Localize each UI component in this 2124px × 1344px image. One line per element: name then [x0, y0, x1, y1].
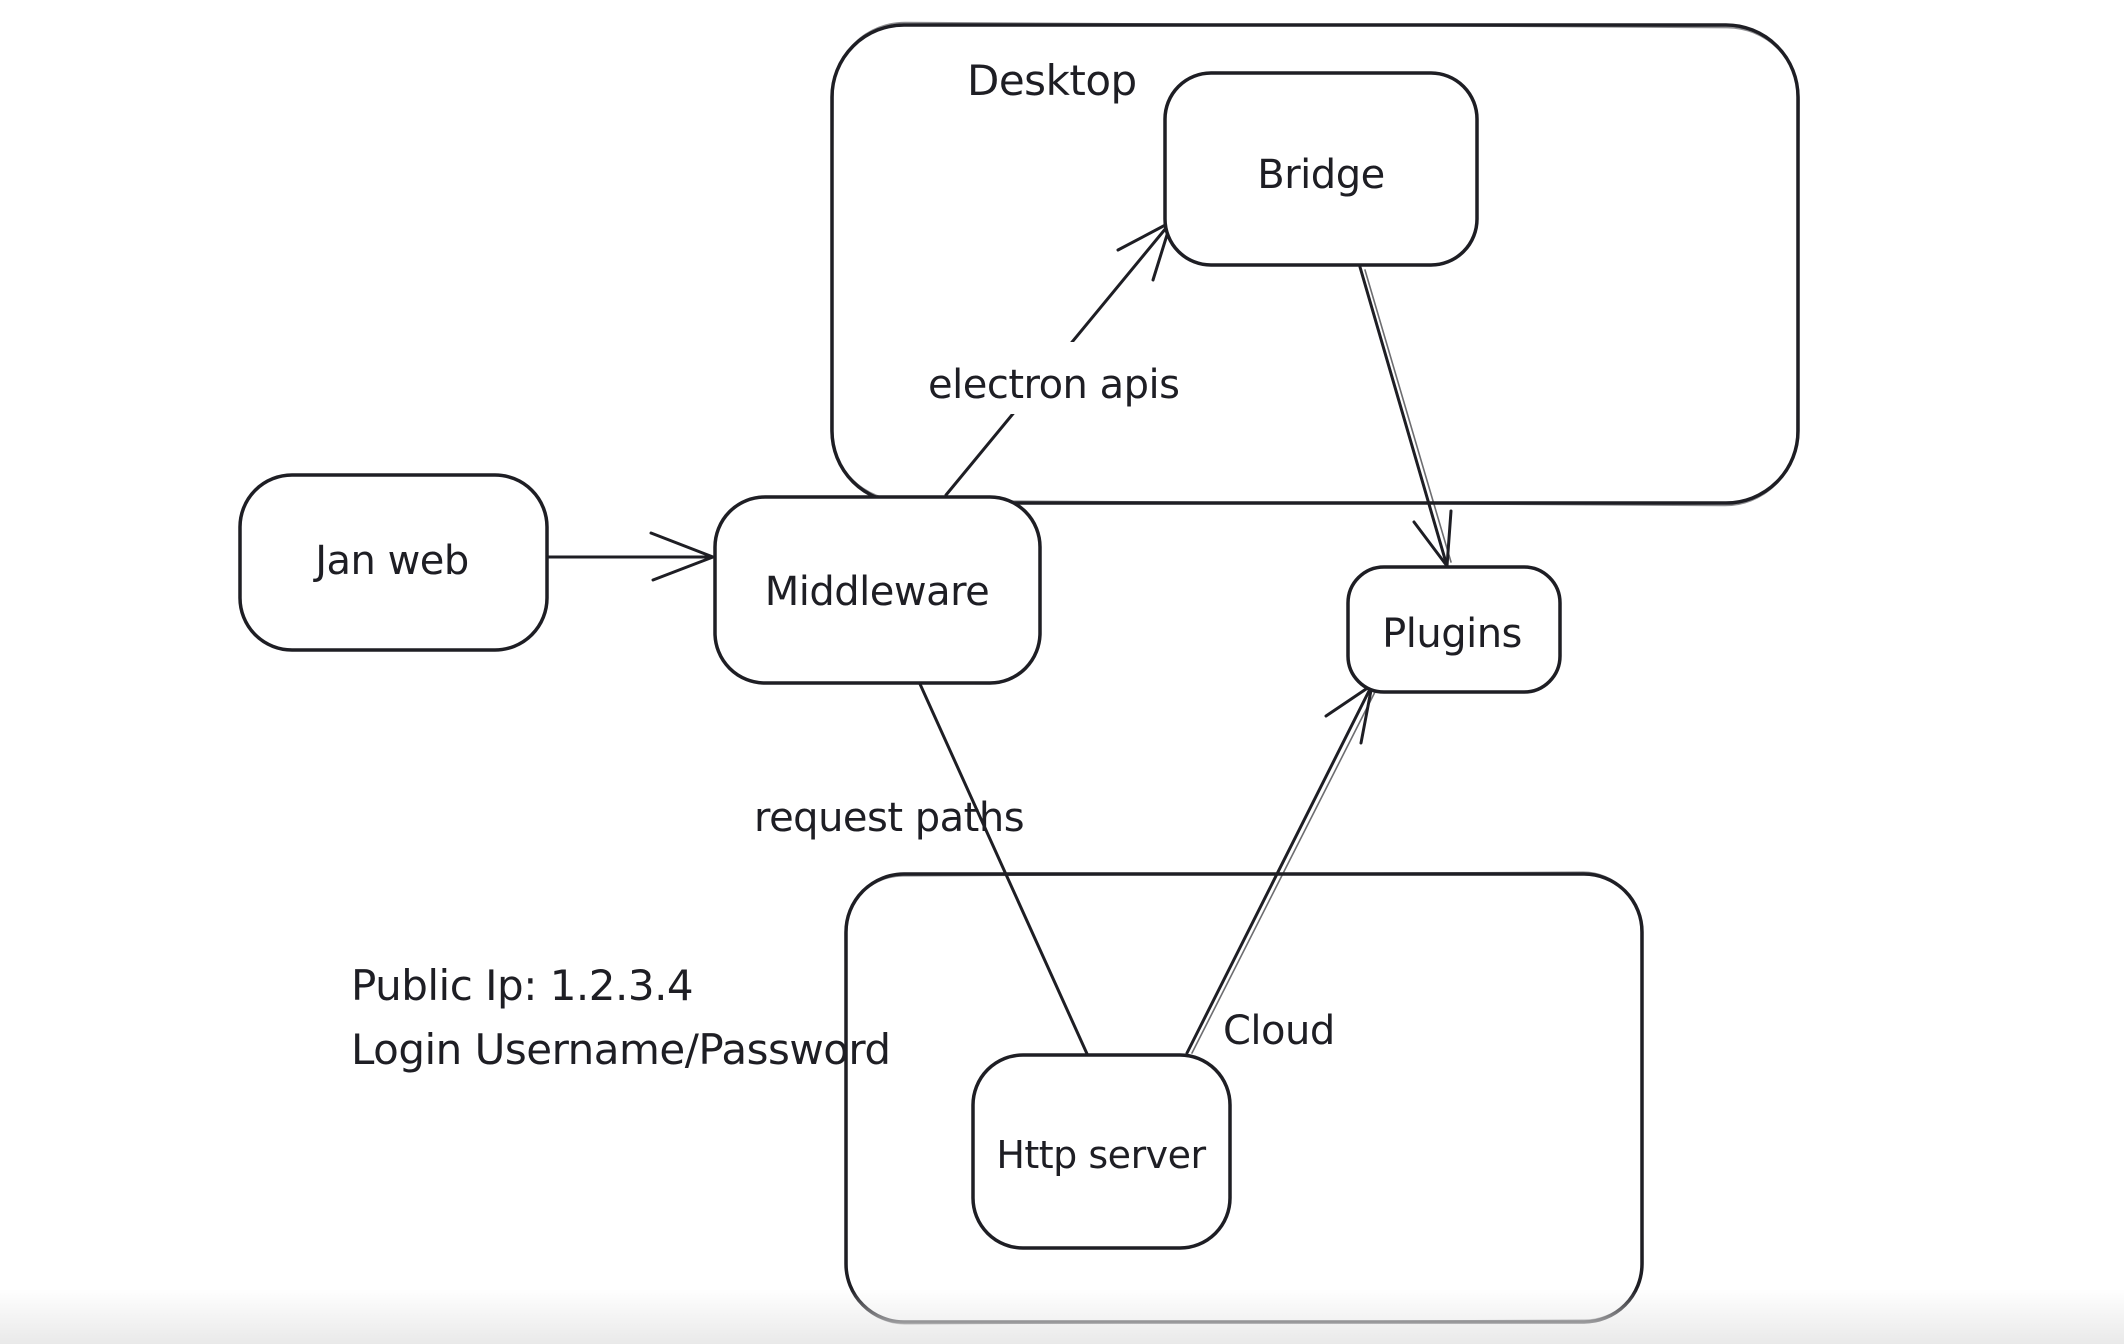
arrow-shaft [1185, 683, 1374, 1055]
jan-web-box [238, 473, 549, 652]
arrowhead-down-icon [1412, 509, 1453, 568]
desktop-label: Desktop [967, 56, 1137, 105]
electron-apis-label-bg [915, 342, 1200, 414]
node-bridge[interactable]: Bridge [1163, 71, 1479, 267]
http-server-label: Http server [996, 1133, 1206, 1177]
node-jan-web[interactable]: Jan web [238, 473, 549, 652]
node-http-server[interactable]: Http server [971, 1053, 1232, 1250]
middleware-box [713, 495, 1042, 685]
arrow-janweb-to-middleware[interactable] [545, 531, 715, 582]
arrowhead-up-right-icon [1324, 683, 1374, 745]
arrow-httpserver-to-plugins[interactable] [1185, 683, 1378, 1055]
arrow-shaft [1358, 265, 1449, 568]
electron-apis-label: electron apis [928, 362, 1179, 408]
arrow-shaft-echo [1191, 687, 1378, 1054]
edge-label-electron-apis[interactable]: electron apis [915, 342, 1200, 414]
container-desktop[interactable]: Desktop [830, 21, 1800, 507]
arrow-shaft-echo [1364, 269, 1452, 563]
node-plugins[interactable]: Plugins [1346, 565, 1562, 694]
desktop-box [830, 23, 1800, 505]
node-middleware[interactable]: Middleware [713, 495, 1042, 685]
note-login-credentials[interactable]: Login Username/Password [351, 1025, 891, 1074]
request-paths-label[interactable]: request paths [754, 795, 1025, 841]
arrow-bridge-to-plugins[interactable] [1358, 265, 1453, 568]
http-server-box [971, 1053, 1232, 1250]
plugins-box [1346, 565, 1562, 694]
jan-web-label: Jan web [312, 538, 469, 584]
bottom-fade-strip [0, 1289, 2124, 1344]
note-public-ip[interactable]: Public Ip: 1.2.3.4 [351, 961, 694, 1010]
cloud-label[interactable]: Cloud [1223, 1008, 1335, 1054]
plugins-label: Plugins [1382, 611, 1522, 657]
arrowhead-right-icon [649, 531, 715, 582]
arrow-shaft [918, 682, 1090, 1058]
middleware-label: Middleware [765, 569, 990, 615]
bridge-box [1163, 71, 1479, 267]
arrow-middleware-to-httpserver[interactable] [918, 682, 1090, 1058]
bridge-label: Bridge [1257, 152, 1384, 198]
